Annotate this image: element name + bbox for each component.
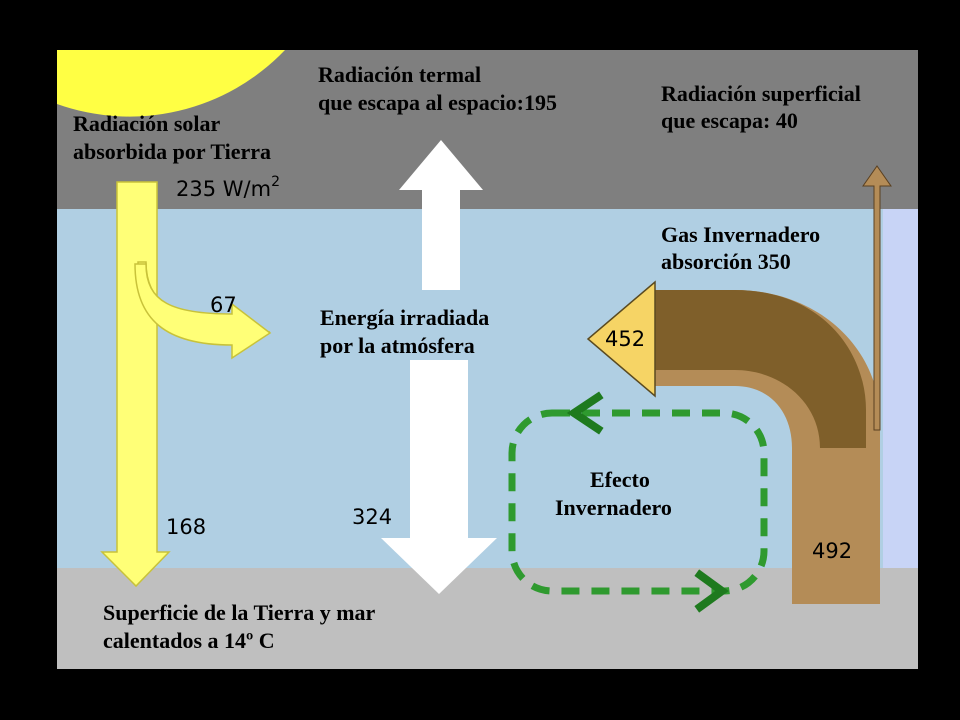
- flow-492-label: 492: [812, 539, 852, 563]
- ghg-absorb-label-1: Gas Invernadero: [661, 222, 820, 247]
- flow-67-label: 67: [210, 293, 237, 317]
- solar-absorbed-label-2: absorbida por Tierra: [73, 139, 271, 164]
- thermal-escape-label-1: Radiación termal: [318, 62, 481, 87]
- surface-label-2: calentados a 14º C: [103, 628, 275, 653]
- solar-value: 235 W/m2: [176, 174, 280, 201]
- atmos-radiated-label-1: Energía irradiada: [320, 305, 489, 330]
- greenhouse-loop: [508, 409, 768, 595]
- solar-down-arrow: [100, 181, 171, 588]
- greenhouse-effect-label-1: Efecto: [590, 467, 650, 492]
- surface-escape-label-1: Radiación superficial: [661, 81, 861, 106]
- solar-atmosphere-arrow: [134, 263, 272, 360]
- loop-chevron-right-icon: [694, 569, 729, 613]
- sun-icon: [57, 50, 285, 117]
- surface-escape-arrow: [862, 165, 892, 431]
- surface-escape-label-2: que escapa: 40: [661, 108, 798, 133]
- ghg-emission-arrowhead: [586, 280, 656, 398]
- surface-label-1: Superficie de la Tierra y mar: [103, 600, 376, 625]
- greenhouse-effect-label-2: Invernadero: [555, 495, 672, 520]
- back-radiation-arrow: [381, 360, 497, 594]
- flow-168-label: 168: [166, 515, 206, 539]
- atmos-radiated-label-2: por la atmósfera: [320, 333, 475, 358]
- surface-band: [57, 568, 918, 669]
- flow-324-label: 324: [352, 505, 392, 529]
- ghg-absorb-label-2: absorción 350: [661, 249, 791, 274]
- loop-chevron-left-icon: [566, 391, 604, 435]
- flow-452-label: 452: [605, 327, 645, 351]
- thermal-escape-label-2: que escapa al espacio:195: [318, 90, 557, 115]
- ghg-absorption-flow: [652, 290, 866, 448]
- solar-absorbed-label-1: Radiación solar: [73, 111, 221, 136]
- atmosphere-edge: [883, 209, 918, 571]
- thermal-escape-arrow: [399, 140, 483, 290]
